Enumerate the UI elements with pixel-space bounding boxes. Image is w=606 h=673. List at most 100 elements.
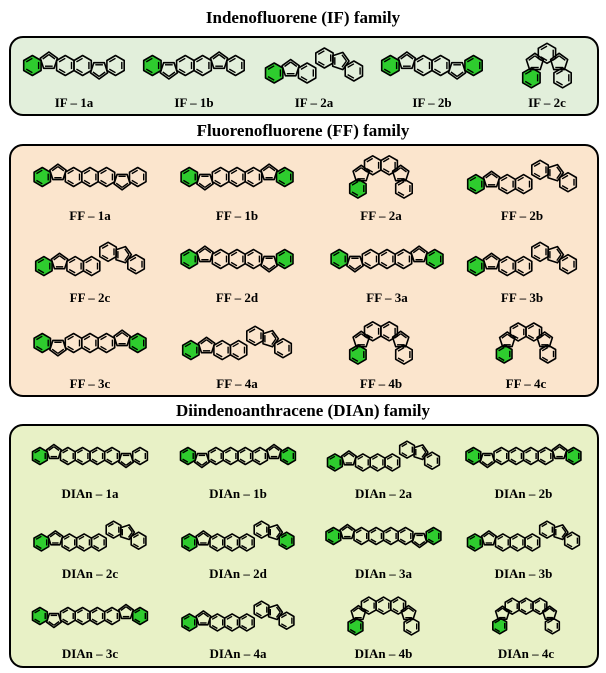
benzene-ring [229, 339, 248, 361]
double-bond [317, 60, 325, 66]
label-ff-3c: FF – 3c [69, 376, 111, 391]
double-bond [333, 261, 340, 267]
label-ff-2b: FF – 2b [500, 208, 544, 223]
double-bond [247, 179, 254, 185]
double-bond [382, 157, 390, 163]
double-bond [456, 71, 464, 78]
double-bond [92, 71, 100, 78]
double-bond [541, 522, 548, 528]
five-membered-ring [48, 339, 67, 357]
label-ff-3b: FF – 3b [500, 290, 544, 305]
double-bond [400, 53, 408, 60]
double-bond [329, 455, 336, 460]
structure-ff-4c [495, 322, 557, 364]
structure-ff-4a [181, 325, 293, 361]
five-membered-ring [525, 52, 545, 71]
double-bond [517, 268, 524, 274]
benzene-ring [244, 166, 263, 188]
double-bond [394, 333, 402, 339]
double-bond [37, 268, 45, 274]
double-bond [290, 61, 298, 68]
double-bond [36, 335, 43, 341]
double-bond [34, 458, 41, 463]
double-bond [385, 529, 392, 534]
molecule-if-1a: IF – 1a [19, 38, 129, 116]
molecule-skeleton [180, 163, 294, 191]
molecule-skeleton [33, 329, 147, 357]
double-bond [262, 166, 270, 172]
double-bond [561, 256, 569, 262]
double-bond [224, 449, 231, 454]
double-bond [121, 332, 129, 338]
double-bond [59, 255, 66, 261]
benzene-ring [131, 446, 149, 466]
double-bond [183, 169, 190, 175]
double-bond [366, 334, 374, 339]
double-bond [106, 458, 113, 463]
double-bond [397, 191, 405, 197]
double-bond [120, 606, 127, 612]
double-bond [85, 258, 92, 264]
molecule-dian-2b: DIAn – 2b [451, 428, 596, 506]
benzene-ring [537, 446, 554, 466]
five-membered-ring [397, 51, 417, 70]
double-bond [131, 345, 139, 351]
double-bond [67, 169, 74, 175]
molecule-dian-1a: DIAn – 1a [15, 428, 165, 506]
double-bond [131, 335, 139, 341]
double-bond [469, 544, 476, 550]
label-dian-4b: DIAn – 4b [354, 646, 413, 661]
label-if-2b: IF – 2b [412, 95, 452, 110]
double-bond [37, 258, 45, 264]
molecule-ff-4c: FF – 4c [466, 312, 586, 396]
double-bond [284, 61, 292, 68]
double-bond [230, 179, 238, 185]
double-bond [525, 458, 532, 463]
five-membered-ring [118, 603, 135, 620]
five-membered-ring [209, 51, 229, 70]
double-bond [421, 451, 427, 458]
double-bond [184, 352, 192, 358]
double-bond [401, 442, 408, 448]
double-bond [481, 460, 488, 466]
double-bond [132, 533, 139, 539]
molecule-if-2a: IF – 2a [259, 38, 369, 116]
double-bond [497, 544, 504, 550]
molecule-dian-3a: DIAn – 3a [311, 508, 456, 586]
double-bond [76, 449, 83, 454]
double-bond [34, 609, 41, 614]
double-bond [224, 458, 231, 463]
molecule-skeleton [326, 440, 441, 472]
label-dian-3c: DIAn – 3c [61, 646, 119, 661]
ff-family-panel: FF – 1a FF – 1b FF – 2a FF – 2b FF – 2c … [9, 144, 599, 397]
molecule-ff-4b: FF – 4b [316, 312, 446, 396]
structure-if-1b [142, 51, 246, 80]
double-bond [349, 628, 356, 634]
molecule-dian-2d: DIAn – 2d [163, 508, 313, 586]
double-bond [486, 460, 494, 466]
molecule-ff-2c: FF – 2c [19, 230, 161, 310]
double-bond [427, 538, 434, 543]
double-bond [413, 540, 420, 546]
double-bond [34, 449, 41, 454]
double-bond [275, 611, 281, 618]
molecule-skeleton [181, 520, 295, 552]
double-bond [76, 68, 83, 74]
dian-family-panel: DIAn – 1a DIAn – 1b DIAn – 2a DIAn – 2b … [9, 424, 599, 668]
molecule-skeleton [466, 159, 578, 195]
double-bond [202, 612, 210, 618]
double-bond [101, 244, 109, 250]
double-bond [230, 169, 238, 175]
double-bond [533, 172, 541, 178]
double-bond [495, 449, 502, 454]
double-bond [485, 173, 492, 179]
double-bond [268, 446, 275, 452]
double-bond [178, 68, 186, 74]
double-bond [278, 261, 286, 267]
double-bond [355, 538, 362, 543]
structure-ff-1b [180, 163, 294, 191]
double-bond [53, 620, 60, 626]
double-bond [498, 356, 505, 362]
five-membered-ring [195, 245, 214, 263]
double-bond [53, 255, 60, 261]
